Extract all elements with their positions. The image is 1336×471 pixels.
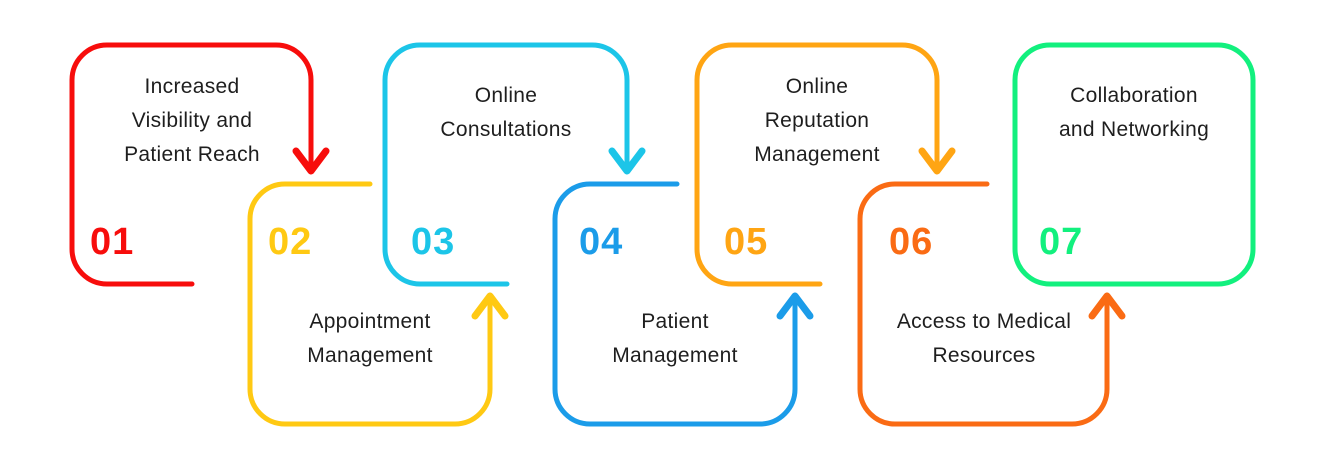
step-2-up-arrow-icon: [471, 292, 509, 320]
step-number: 07: [1039, 221, 1084, 263]
step-4-up-arrow-icon: [776, 292, 814, 320]
step-3-down-arrow-icon: [608, 147, 646, 175]
step-6-outline: [857, 181, 1110, 427]
step-number: 06: [889, 221, 934, 263]
step-number: 02: [268, 221, 313, 263]
step-label: Online Consultations: [440, 84, 572, 141]
step-label: Patient Management: [612, 310, 738, 367]
step-6-up-arrow-icon: [1088, 292, 1126, 320]
step-1-outline: [69, 42, 314, 287]
step-3-outline: [382, 42, 630, 287]
step-number: 04: [579, 221, 624, 263]
step-5-down-arrow-icon: [918, 147, 956, 175]
step-label: Collaboration and Networking: [1058, 84, 1210, 141]
step-number: 05: [724, 221, 769, 263]
step-2-outline: [247, 181, 493, 427]
step-5-outline: [694, 42, 940, 287]
step-label: Increased Visibility and Patient Reach: [124, 75, 260, 166]
step-number: 03: [411, 221, 456, 263]
step-label: Access to Medical Resources: [896, 310, 1072, 367]
step-label: Online Reputation Management: [754, 75, 880, 166]
step-7-outline: [1012, 42, 1256, 287]
step-4-outline: [552, 181, 798, 427]
step-label: Appointment Management: [307, 310, 433, 367]
step-number: 01: [90, 221, 135, 263]
step-1-down-arrow-icon: [292, 147, 330, 175]
